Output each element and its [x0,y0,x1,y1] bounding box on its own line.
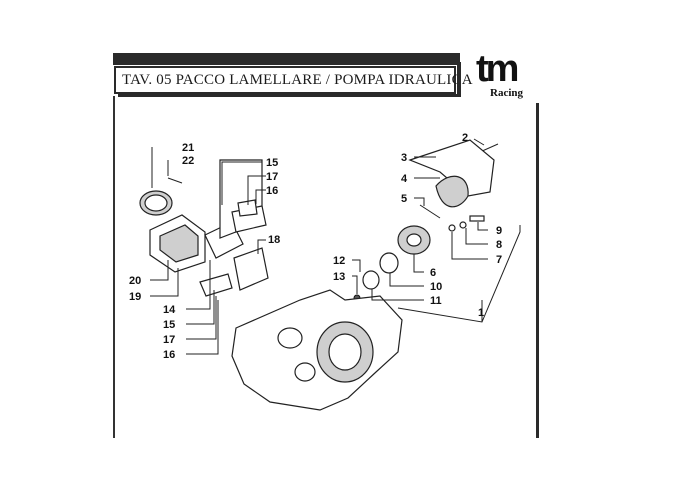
part-4-gasket [435,175,469,208]
callout-11: 11 [430,295,442,307]
leader-1-bracket [397,225,521,323]
leader-lines [150,138,521,355]
callout-9: 9 [496,225,502,237]
frame-right-border [536,103,539,438]
callout-15: 15 [266,157,278,169]
callout-8: 8 [496,239,502,251]
part-16-stopper [237,199,258,217]
page-title: TAV. 05 PACCO LAMELLARE / POMPA IDRAULIC… [122,71,473,88]
callout-18: 18 [268,234,280,246]
part-10-seal [379,252,399,274]
part-18-spacer [233,247,269,291]
title-shadow-bottom [118,94,461,97]
leader-16-lower [186,300,219,355]
callout-17: 17 [266,171,278,183]
leader-13 [352,275,358,294]
part-6-hub [406,233,422,247]
part-5-shaft [419,204,441,219]
part-17-lower-petal [199,273,233,297]
leader-2 [473,138,485,146]
callout-2: 2 [462,132,468,144]
callout-6: 6 [430,267,436,279]
crankcase-main-bore-inner [328,333,362,371]
callout-15-lower: 15 [163,319,175,331]
callout-22: 22 [182,155,194,167]
frame-left-border [113,96,115,438]
leader-15-lower [186,290,215,325]
part-3-pump-cover [408,139,495,197]
callout-12: 12 [333,255,345,267]
callout-20: 20 [129,275,141,287]
water-pump-assembly [353,139,499,302]
crankcase-port-lower [294,362,316,382]
callout-16-lower: 16 [163,349,175,361]
part-19-manifold-bore [159,224,199,263]
title-box: TAV. 05 PACCO LAMELLARE / POMPA IDRAULIC… [114,66,473,94]
callout-labels: 21 22 15 17 16 18 20 19 14 15 17 16 2 3 … [129,132,502,361]
reed-valve-assembly [139,159,269,297]
callout-19: 19 [129,291,141,303]
tm-racing-logo: tm Racing [474,48,536,100]
leader-5 [414,197,425,206]
leader-16 [255,189,266,204]
leader-11 [371,289,424,301]
part-21-ring-inner [144,194,168,212]
callout-3: 3 [401,152,407,164]
leader-12 [352,259,361,272]
leader-10 [389,273,424,287]
title-shadow [457,62,461,96]
leader-19 [150,268,179,297]
leader-15 [221,161,262,205]
leader-9 [477,222,488,231]
leader-6 [413,254,424,273]
leader-17 [247,175,266,205]
leader-7 [451,232,488,260]
callout-7: 7 [496,254,502,266]
part-7-oring [448,224,456,232]
leader-14 [186,260,211,310]
callout-5: 5 [401,193,407,205]
callout-17-lower: 17 [163,334,175,346]
logo-mark: tm [476,48,519,90]
callout-14: 14 [163,304,176,316]
callout-1: 1 [478,307,484,319]
leader-17-lower [186,296,217,340]
part-22-screw [167,177,183,184]
logo-subtitle: Racing [490,87,523,99]
callout-10: 10 [430,281,442,293]
callout-4: 4 [401,173,408,185]
callout-13: 13 [333,271,345,283]
crankcase [231,289,403,411]
leader-8 [465,228,488,245]
header-bar [113,53,460,65]
callout-16: 16 [266,185,278,197]
crankcase-port [277,327,303,349]
part-11-bearing [362,270,380,290]
leader-18 [257,239,266,254]
callout-21: 21 [182,142,194,154]
leader-20 [150,260,169,281]
part-8-washer [459,221,467,229]
part-9-screw [469,215,485,222]
